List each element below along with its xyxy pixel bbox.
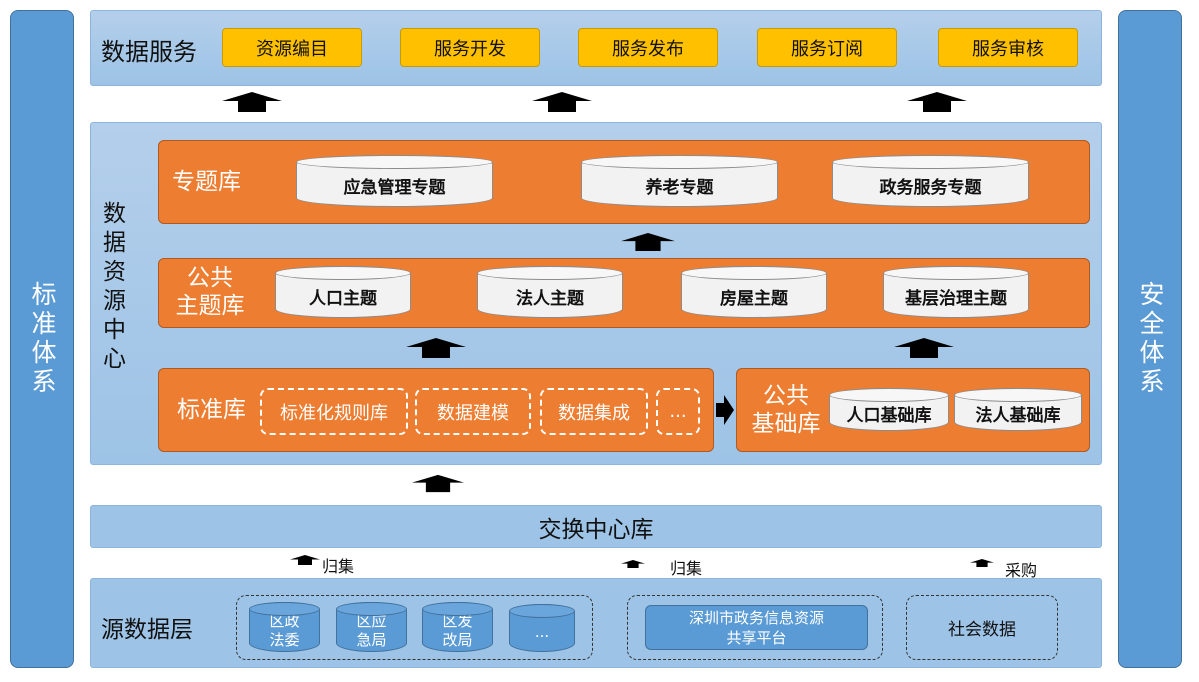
standard-system-bar: 标准体系: [10, 10, 74, 668]
data-integration[interactable]: 数据集成: [540, 388, 648, 435]
up-arrow-icon: [290, 552, 320, 568]
cylinder-label: 区政法委: [269, 612, 299, 650]
service-button-review[interactable]: 服务审核: [938, 28, 1078, 67]
cylinder-label: 房屋主题: [720, 288, 788, 309]
public-theme-db-title: 公共主题库: [168, 264, 252, 320]
service-button-subscribe[interactable]: 服务订阅: [757, 28, 897, 67]
topic-gov-service[interactable]: 政务服务专题: [832, 155, 1029, 207]
cylinder-label: 法人基础库: [975, 406, 1061, 426]
label-line: 区发: [442, 612, 473, 630]
label-line: 共享平台: [726, 629, 787, 647]
label-line: 急局: [356, 631, 387, 649]
up-arrow-icon: [894, 338, 954, 358]
data-service-title: 数据服务: [101, 38, 197, 66]
service-button-develop[interactable]: 服务开发: [400, 28, 540, 67]
standard-db: [158, 368, 714, 452]
security-system-bar: 安全体系: [1118, 10, 1182, 668]
source-layer-title: 源数据层: [101, 617, 193, 643]
label-line: 法委: [269, 631, 300, 649]
theme-population[interactable]: 人口主题: [275, 266, 411, 318]
up-arrow-icon: [907, 92, 967, 112]
district-legal-committee[interactable]: 区政法委: [249, 602, 320, 652]
topic-emergency[interactable]: 应急管理专题: [296, 155, 493, 207]
label-line: 深圳市政务信息资源: [688, 609, 824, 627]
title-line: 公共: [763, 383, 809, 409]
flow-label: 归集: [322, 557, 355, 576]
flow-label: 采购: [1005, 561, 1038, 580]
label-line: 区政: [269, 612, 300, 630]
label-line: 区应: [356, 612, 387, 630]
theme-housing[interactable]: 房屋主题: [681, 266, 827, 318]
standard-rules[interactable]: 标准化规则库: [260, 388, 408, 435]
district-more[interactable]: ...: [509, 604, 575, 652]
cylinder-label: 法人主题: [516, 288, 584, 309]
up-arrow-icon: [412, 471, 464, 496]
public-base-db-title: 公共基础库: [743, 382, 829, 438]
cylinder-label: 人口主题: [309, 288, 377, 309]
platform-group: [627, 595, 883, 660]
up-arrow-icon: [621, 554, 645, 574]
more-item[interactable]: ...: [656, 388, 700, 435]
topic-db-title: 专题库: [172, 169, 241, 195]
resource-center-title: 数据资源中心: [103, 201, 126, 372]
cylinder-label: ...: [534, 622, 550, 641]
base-population[interactable]: 人口基础库: [829, 388, 949, 431]
title-line: 主题库: [175, 293, 245, 319]
up-arrow-icon: [222, 92, 282, 112]
label-line: 改局: [442, 631, 473, 649]
exchange-center: 交换中心库: [90, 505, 1102, 548]
up-arrow-icon: [970, 553, 994, 573]
cylinder-label: 养老专题: [645, 177, 714, 198]
cylinder-label: 政务服务专题: [879, 177, 982, 198]
security-system-label: 安全体系: [1136, 281, 1165, 397]
cylinder-label: 应急管理专题: [343, 177, 446, 198]
district-development-bureau[interactable]: 区发改局: [422, 602, 493, 652]
title-line: 基础库: [751, 411, 821, 437]
base-legal-person[interactable]: 法人基础库: [954, 388, 1082, 431]
up-arrow-icon: [532, 92, 592, 112]
cylinder-label: 人口基础库: [846, 406, 932, 426]
standard-system-label: 标准体系: [28, 281, 57, 397]
up-arrow-icon: [612, 233, 684, 251]
service-button-publish[interactable]: 服务发布: [578, 28, 718, 67]
flow-label: 归集: [670, 559, 703, 578]
cylinder-label: 区发改局: [442, 612, 472, 650]
district-group: [236, 595, 593, 660]
service-button-catalog[interactable]: 资源编目: [222, 28, 362, 67]
theme-grassroots[interactable]: 基层治理主题: [883, 266, 1029, 318]
theme-legal-person[interactable]: 法人主题: [477, 266, 623, 318]
right-arrow-icon: [716, 395, 734, 425]
topic-elderly[interactable]: 养老专题: [581, 155, 778, 207]
up-arrow-icon: [406, 338, 466, 358]
social-data[interactable]: 社会数据: [906, 595, 1058, 660]
shenzhen-share-platform[interactable]: 深圳市政务信息资源共享平台: [645, 605, 868, 650]
standard-db-title: 标准库: [177, 397, 246, 423]
district-emergency-bureau[interactable]: 区应急局: [336, 602, 407, 652]
data-modeling[interactable]: 数据建模: [415, 388, 531, 435]
title-line: 公共: [187, 265, 233, 291]
cylinder-label: 基层治理主题: [905, 288, 1007, 309]
cylinder-label: 区应急局: [356, 612, 386, 650]
